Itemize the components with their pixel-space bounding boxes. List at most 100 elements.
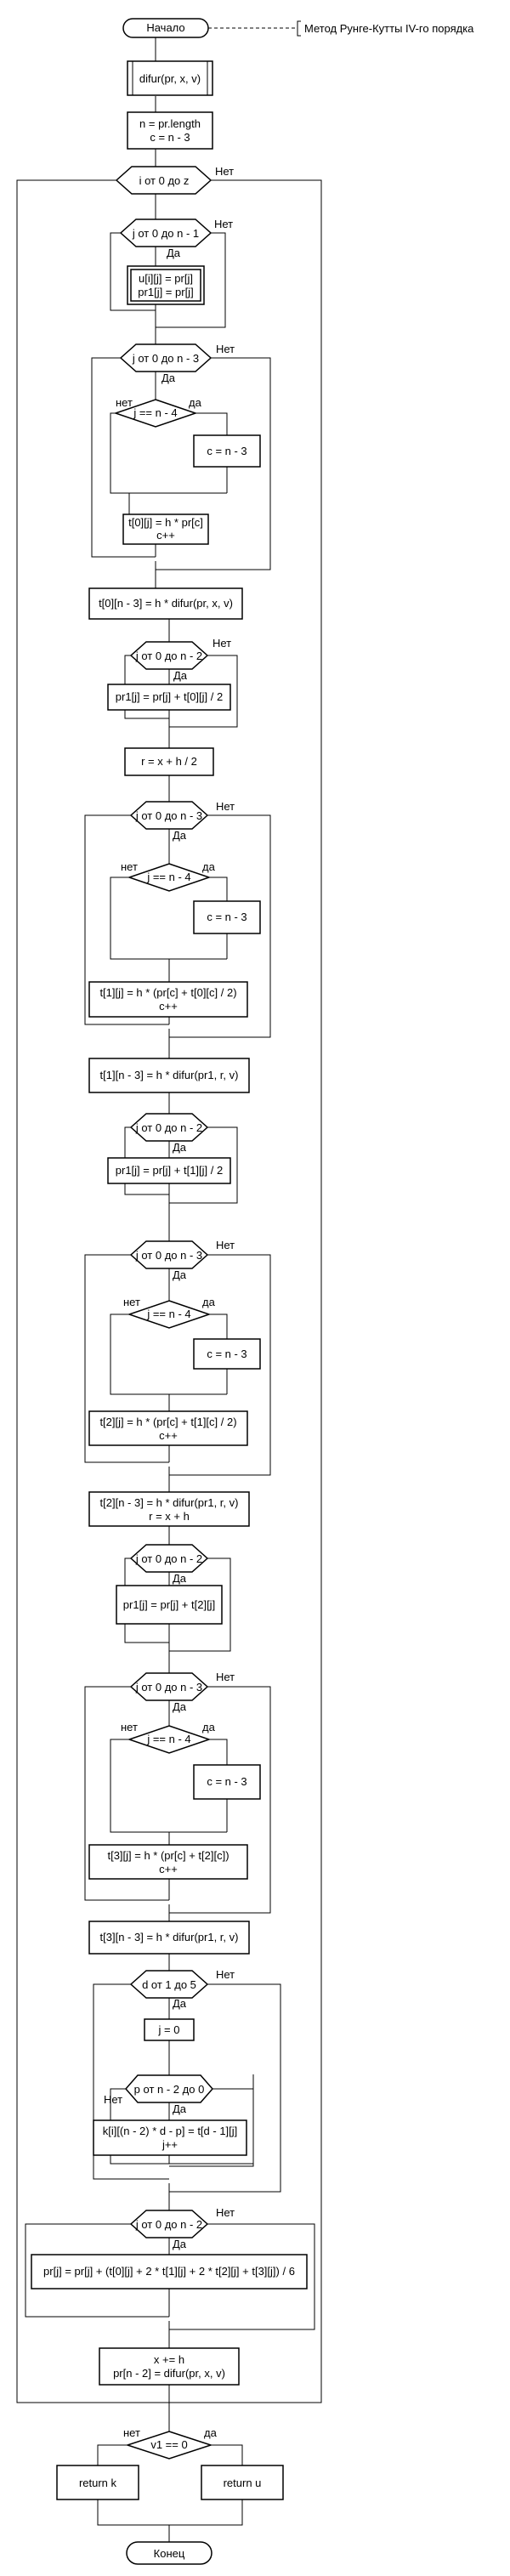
svg-text:Нет: Нет [216,800,235,813]
svg-text:r = x + h: r = x + h [149,1510,190,1523]
svg-text:j = 0: j = 0 [158,2023,180,2036]
svg-text:c++: c++ [159,1429,178,1442]
loop-p: p от n - 2 до 0 Нет Да [104,2074,213,2115]
svg-text:Нет: Нет [104,2093,122,2106]
svg-text:j от 0 до n - 2: j от 0 до n - 2 [135,2218,202,2231]
svg-text:i от 0 до z: i от 0 до z [139,174,190,187]
svg-text:Да: Да [173,1141,187,1154]
calc-t0: t[0][j] = h * pr[c] c++ [122,513,209,545]
svg-text:Нет: Нет [215,165,234,178]
svg-text:d от 1 до 5: d от 1 до 5 [142,1978,196,1991]
loop-pr1-b: j от 0 до n - 2 Да [129,1113,209,1154]
svg-text:j от 0 до n - 2: j от 0 до n - 2 [135,1121,202,1134]
j-zero: j = 0 [144,2018,195,2041]
set-c-t3 [193,1764,261,1800]
t3-last: t[3][n - 3] = h * difur(pr1, r, v) [88,1921,250,1955]
svg-text:return u: return u [224,2477,262,2489]
svg-text:да: да [204,2426,218,2439]
loop-j1: j от 0 до n - 1 Нет Да [119,218,233,259]
svg-text:j от 0 до n - 3: j от 0 до n - 3 [135,1681,202,1694]
set-c-t2 [193,1338,261,1370]
svg-text:k[i][(n - 2) * d - p] = t[d -: k[i][(n - 2) * d - p] = t[d - 1][j] [103,2125,238,2137]
comment-text: Метод Рунге-Кутты IV-го порядка [304,22,474,35]
svg-text:c = n - 3: c = n - 3 [207,1348,246,1360]
k-calc: k[i][(n - 2) * d - p] = t[d - 1][j] j++ [93,2119,247,2156]
pr1-c: pr1[j] = pr[j] + t[2][j] [116,1585,223,1625]
svg-text:нет: нет [121,1721,138,1733]
t1-last: t[1][n - 3] = h * difur(pr1, r, v) [88,1058,250,1093]
svg-text:Да: Да [173,1700,187,1713]
svg-text:c = n - 3: c = n - 3 [207,1775,246,1788]
svg-text:t[2][n - 3] = h * difur(pr1, r: t[2][n - 3] = h * difur(pr1, r, v) [100,1496,239,1509]
svg-text:c++: c++ [159,1863,178,1875]
cond-v1: v1 == 0 нет да [123,2426,218,2460]
svg-text:Да: Да [173,669,188,682]
svg-text:c++: c++ [159,1000,178,1013]
r-half: r = x + h / 2 [124,747,214,776]
svg-text:j от 0 до n - 2: j от 0 до n - 2 [135,650,202,662]
pr-final: pr[j] = pr[j] + (t[0][j] + 2 * t[1][j] +… [31,2254,308,2289]
connectors [16,20,322,2542]
x-step: x += h pr[n - 2] = difur(pr, x, v) [99,2347,240,2386]
loop-j-t3: j от 0 до n - 3 Нет Да [129,1671,235,1713]
end-terminal: Конец [126,2541,212,2565]
svg-text:pr[n - 2] = difur(pr, x, v): pr[n - 2] = difur(pr, x, v) [113,2367,225,2380]
svg-text:Да: Да [173,829,187,842]
svg-text:return k: return k [79,2477,117,2489]
cond-t2: j == n - 4 нет да [123,1296,216,1329]
svg-text:j == n - 4: j == n - 4 [133,406,177,419]
start-terminal: Начало [122,18,209,38]
svg-text:pr1[j] = pr[j] + t[1][j] / 2: pr1[j] = pr[j] + t[1][j] / 2 [116,1164,223,1177]
svg-text:Нет: Нет [216,1671,235,1683]
loop-j-t2: j от 0 до n - 3 Нет Да [129,1239,235,1281]
calc-t3: t[3][j] = h * (pr[c] + t[2][c]) c++ [88,1844,248,1880]
end-label: Конец [154,2547,185,2560]
svg-text:j от 0 до n - 2: j от 0 до n - 2 [135,1552,202,1565]
set-c-t0 [193,434,261,468]
svg-text:j от 0 до n - 1: j от 0 до n - 1 [132,227,199,240]
svg-text:j == n - 4: j == n - 4 [146,871,190,883]
svg-text:t[1][j] = h * (pr[c] + t[0][c]: t[1][j] = h * (pr[c] + t[0][c] / 2) [99,986,236,999]
svg-text:t[1][n - 3] = h * difur(pr1, r: t[1][n - 3] = h * difur(pr1, r, v) [100,1069,239,1081]
svg-text:pr1[j] = pr[j] + t[2][j]: pr1[j] = pr[j] + t[2][j] [123,1598,215,1611]
init-block: n = pr.length c = n - 3 [127,111,213,150]
svg-text:нет: нет [116,396,133,409]
svg-text:j == n - 4: j == n - 4 [146,1308,190,1320]
set-c-t1 [193,900,261,934]
svg-text:нет: нет [123,1296,140,1308]
procedure-block: difur(pr, x, v) [127,60,213,96]
svg-text:j от 0 до n - 3: j от 0 до n - 3 [135,1249,202,1262]
svg-text:r = x + h / 2: r = x + h / 2 [141,755,197,768]
svg-text:Нет: Нет [214,218,233,230]
svg-text:t[0][j] = h * pr[c]: t[0][j] = h * pr[c] [128,516,203,529]
svg-text:нет: нет [123,2426,140,2439]
pr1-a: pr1[j] = pr[j] + t[0][j] / 2 [107,684,231,711]
svg-text:да: да [202,1296,216,1308]
svg-text:c++: c++ [156,529,175,542]
svg-text:да: да [202,1721,216,1733]
svg-text:v1 == 0: v1 == 0 [150,2438,187,2451]
cond-t0: j == n - 4 нет да [113,396,202,428]
svg-text:c = n - 3: c = n - 3 [150,131,190,144]
start-label: Начало [146,21,184,34]
procedure-text: difur(pr, x, v) [139,72,201,85]
return-k: return k [56,2465,139,2500]
svg-text:pr1[j] = pr[j]: pr1[j] = pr[j] [138,286,193,298]
svg-text:Да: Да [162,372,176,384]
cond-t1: j == n - 4 нет да [121,860,216,892]
svg-text:p от n - 2 до 0: p от n - 2 до 0 [134,2083,205,2096]
svg-text:Нет: Нет [216,2206,235,2219]
svg-text:j == n - 4: j == n - 4 [146,1733,190,1745]
svg-text:j++: j++ [162,2138,178,2151]
svg-text:да: да [189,396,202,409]
loop-d: d от 1 до 5 Нет Да [129,1968,235,2010]
pr1-b: pr1[j] = pr[j] + t[1][j] / 2 [107,1157,231,1184]
svg-text:t[3][n - 3] = h * difur(pr1, r: t[3][n - 3] = h * difur(pr1, r, v) [100,1931,239,1943]
calc-t2: t[2][j] = h * (pr[c] + t[1][c] / 2) c++ [88,1410,248,1446]
svg-text:Да: Да [173,2102,187,2115]
svg-text:Нет: Нет [216,1968,235,1981]
svg-text:Нет: Нет [216,1239,235,1251]
svg-text:Да: Да [173,2238,187,2250]
svg-text:n = pr.length: n = pr.length [139,117,201,130]
loop-i: i от 0 до z Нет [115,165,234,195]
